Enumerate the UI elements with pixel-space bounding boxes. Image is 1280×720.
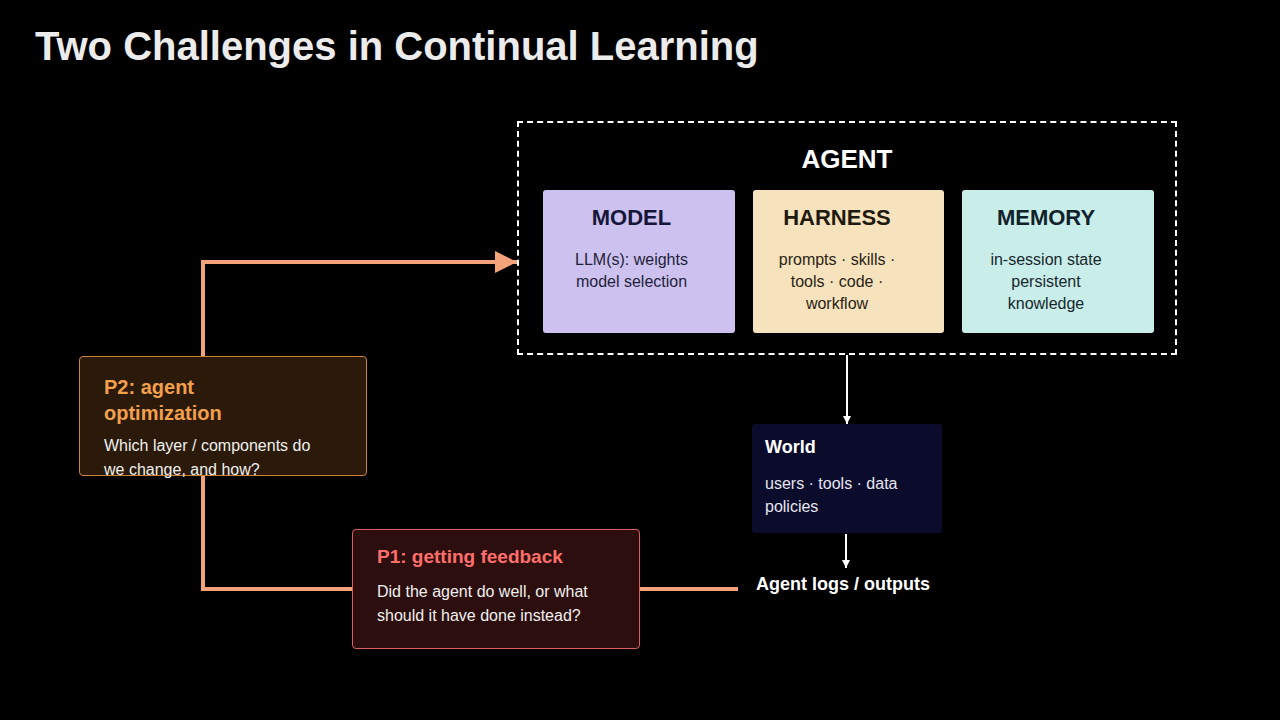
node-heading: HARNESS xyxy=(767,204,907,232)
slide-title: Two Challenges in Continual Learning xyxy=(35,24,759,69)
node-body: Which layer / components do we change, a… xyxy=(104,434,317,482)
world-box: World users · tools · data policies xyxy=(752,424,942,533)
node-body: LLM(s): weights model selection xyxy=(558,249,705,293)
flow-arrow xyxy=(845,534,847,568)
node-heading: MEMORY xyxy=(976,204,1116,232)
agent-group: AGENT MODEL LLM(s): weights model selectio… xyxy=(517,121,1177,355)
node-body: Did the agent do well, or what should it… xyxy=(377,580,607,628)
harness-box: HARNESS prompts · skills · tools · code ·… xyxy=(753,190,944,333)
optimization-box: P2: agent optimizationWhich layer / comp… xyxy=(79,356,367,476)
flow-connector xyxy=(203,476,352,589)
node-body: prompts · skills · tools · code · workfl… xyxy=(767,249,907,315)
node-body: in-session state persistent knowledge xyxy=(976,249,1116,315)
flow-connector xyxy=(846,355,848,424)
node-heading: P1: getting feedback xyxy=(377,544,607,570)
node-heading: World xyxy=(765,435,928,459)
node-body: users · tools · data policies xyxy=(765,472,928,518)
feedback-box: P1: getting feedbackDid the agent do wel… xyxy=(352,529,640,649)
flow-connector xyxy=(203,262,517,356)
output-label: Agent logs / outputs xyxy=(756,574,930,595)
node-heading: P2: agent optimization xyxy=(104,374,317,426)
node-heading: MODEL xyxy=(558,204,705,232)
model-box: MODEL LLM(s): weights model selection xyxy=(543,190,735,333)
memory-box: MEMORY in-session state persistent knowle… xyxy=(962,190,1154,333)
feedback-line xyxy=(640,587,738,591)
node-heading: AGENT xyxy=(519,143,1175,175)
